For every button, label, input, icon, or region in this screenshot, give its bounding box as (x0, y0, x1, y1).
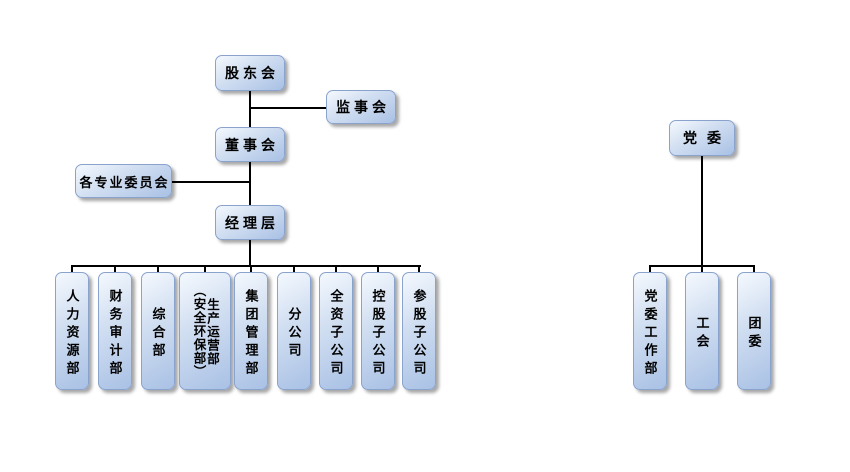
connector-stub (157, 266, 159, 273)
connector-board-management (249, 162, 251, 206)
connector-stub (293, 266, 295, 273)
dept-holding-subsidiary: 控股子公司 (361, 272, 395, 390)
connector-stub (71, 266, 73, 273)
node-special-committees: 各专业委员会 (75, 164, 172, 198)
dept-wholly-owned-subsidiary: 全资子公司 (319, 272, 353, 390)
dept-group-management: 集团管理部 (234, 272, 268, 390)
node-party-committee: 党委 (669, 120, 735, 156)
node-label: 各专业委员会 (79, 174, 170, 190)
dept-branch-company: 分公司 (277, 272, 311, 390)
dept-human-resources: 人力资源部 (55, 272, 89, 390)
node-label: 党委 (683, 130, 731, 146)
dept-label: 分公司 (286, 306, 302, 361)
dept-label: 参股子公司 (411, 288, 427, 379)
connector-stub (418, 266, 420, 273)
node-label: 监事会 (336, 99, 390, 115)
connector-stub (377, 266, 379, 273)
dept-labor-union: 工会 (685, 272, 719, 390)
connector-stub (649, 266, 651, 273)
dept-youth-league: 团委 (737, 272, 771, 390)
dept-label: 集团管理部 (243, 288, 259, 379)
connector-departments-bus (71, 265, 421, 267)
connector-management-bus (249, 239, 251, 267)
connector-stub (204, 266, 206, 273)
connector-shareholders-board (249, 91, 251, 129)
node-shareholders-meeting: 股东会 (215, 55, 285, 91)
node-label: 股东会 (225, 65, 279, 81)
dept-label: 党委工作部 (642, 288, 658, 379)
dept-equity-subsidiary: 参股子公司 (402, 272, 436, 390)
node-board-of-directors: 董事会 (215, 127, 285, 162)
connector-shareholders-supervisory (250, 107, 327, 109)
connector-stub (114, 266, 116, 273)
dept-label-col-left: （安全环保部） (191, 284, 206, 379)
connector-committees-trunk (171, 181, 250, 183)
connector-stub (701, 266, 703, 273)
node-supervisory-board: 监事会 (326, 90, 396, 124)
dept-label: 综合部 (150, 306, 166, 361)
connector-party-bus (701, 155, 703, 267)
dept-label-col-right: 生产运营部 (205, 297, 219, 366)
node-label: 董事会 (225, 136, 279, 153)
dept-label: 团委 (746, 315, 762, 352)
dept-label: 人力资源部 (64, 288, 80, 379)
node-management-level: 经理层 (215, 205, 285, 240)
dept-label: 工会 (694, 315, 710, 352)
dept-production-operations: （安全环保部） 生产运营部 (179, 272, 231, 390)
dept-label: 财务审计部 (107, 288, 123, 379)
dept-label: 控股子公司 (370, 288, 386, 379)
dept-label: 全资子公司 (328, 288, 344, 379)
dept-finance-audit: 财务审计部 (98, 272, 132, 390)
node-label: 经理层 (225, 214, 279, 231)
connector-stub (753, 266, 755, 273)
dept-party-committee-work: 党委工作部 (633, 272, 667, 390)
connector-stub (250, 266, 252, 273)
connector-stub (335, 266, 337, 273)
dept-general-affairs: 综合部 (141, 272, 175, 390)
